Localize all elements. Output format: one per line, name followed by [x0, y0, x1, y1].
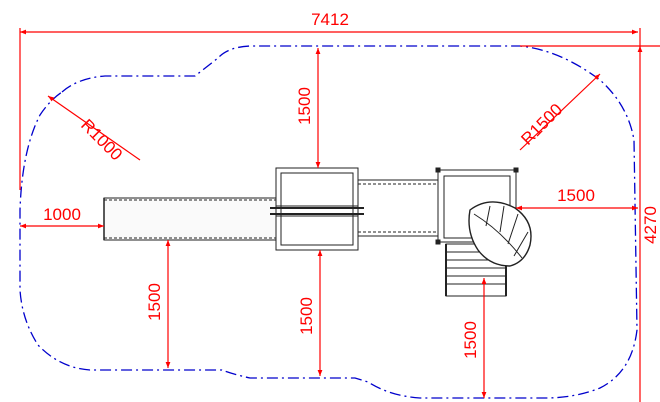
bottom-clearance-center-label: 1500	[297, 297, 316, 335]
bottom-clearance-right-label: 1500	[461, 321, 480, 359]
radius-left-label: R1000	[77, 115, 126, 164]
left-clearance-label: 1000	[43, 205, 81, 224]
walkway-bridge	[103, 197, 277, 241]
radius-left-leader	[47, 95, 141, 161]
right-clearance-label: 1500	[557, 186, 595, 205]
radius-right-leader	[519, 73, 601, 151]
connecting-bridge	[357, 179, 439, 237]
playground-equipment	[103, 167, 532, 297]
overall-height-label: 4270	[641, 206, 660, 244]
top-clearance-label: 1500	[295, 87, 314, 125]
radius-right-label: R1500	[517, 100, 566, 149]
overall-width-label: 7412	[311, 10, 349, 29]
bottom-clearance-left-label: 1500	[145, 283, 164, 321]
dimension-lines	[19, 28, 660, 402]
safety-zone-outline	[19, 45, 638, 399]
